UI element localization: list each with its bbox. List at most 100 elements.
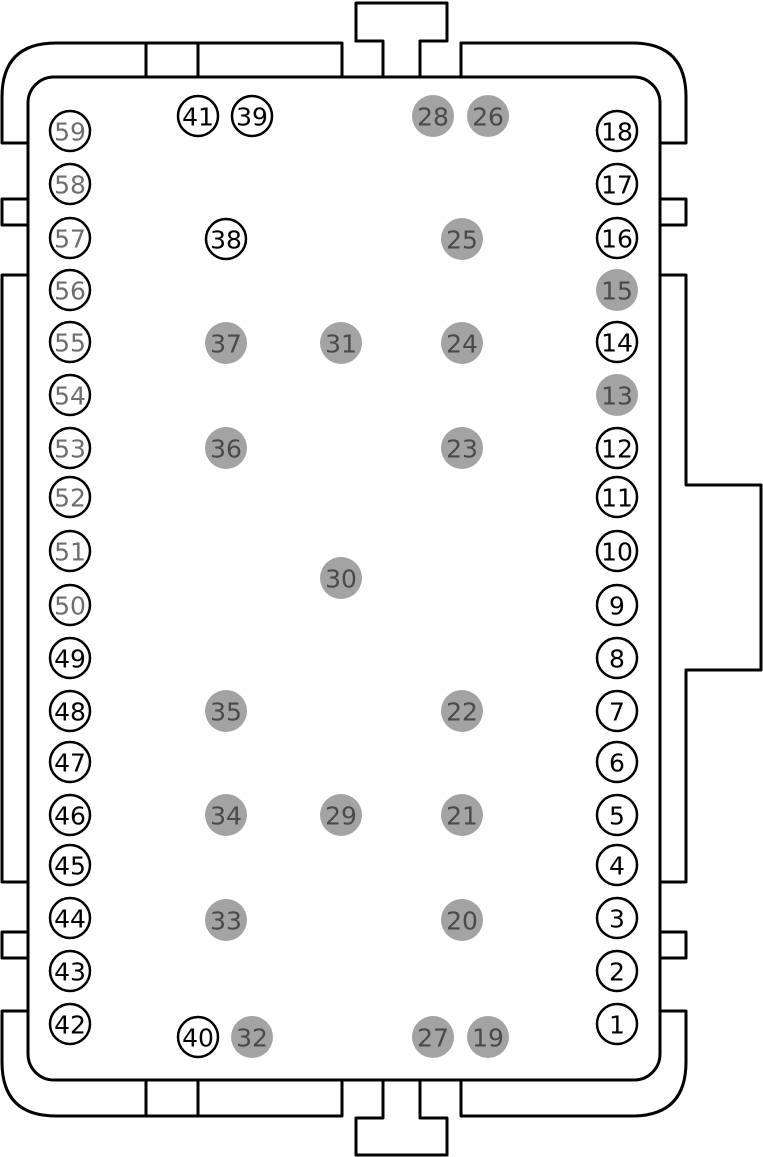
pin-9: 9 — [595, 583, 639, 627]
pin-53-label: 53 — [54, 435, 86, 464]
pin-39-label: 39 — [236, 103, 268, 132]
pin-3-label: 3 — [609, 905, 625, 934]
pin-56-circle — [48, 268, 92, 312]
pin-51-label: 51 — [54, 538, 86, 567]
pin-14-circle — [595, 320, 639, 364]
pin-6-circle — [595, 740, 639, 784]
pin-15-label: 15 — [601, 277, 633, 306]
pin-37-circle — [205, 322, 247, 364]
pin-48-circle — [48, 689, 92, 733]
pin-56-label: 56 — [54, 277, 86, 306]
pin-33-label: 33 — [210, 907, 242, 936]
pin-36: 36 — [205, 427, 247, 469]
pin-17-label: 17 — [601, 171, 633, 200]
pin-31: 31 — [320, 322, 362, 364]
pin-21-circle — [441, 794, 483, 836]
pin-15: 15 — [596, 269, 638, 311]
pin-19-circle — [467, 1016, 509, 1058]
pin-11-circle — [595, 475, 639, 519]
pin-47: 47 — [48, 740, 92, 784]
pin-19: 19 — [467, 1016, 509, 1058]
pin-28-circle — [412, 95, 454, 137]
pin-25: 25 — [441, 218, 483, 260]
pin-32: 32 — [231, 1016, 273, 1058]
pin-57: 57 — [48, 216, 92, 260]
pin-35: 35 — [205, 690, 247, 732]
pin-43-circle — [48, 949, 92, 993]
pin-9-circle — [595, 583, 639, 627]
housing-inner-body — [26, 75, 662, 1082]
pin-8-label: 8 — [609, 645, 625, 674]
pin-32-label: 32 — [236, 1024, 268, 1053]
pin-31-circle — [320, 322, 362, 364]
pin-13: 13 — [596, 374, 638, 416]
pin-24: 24 — [441, 322, 483, 364]
pin-1-circle — [595, 1002, 639, 1046]
pin-17: 17 — [595, 162, 639, 206]
pin-41-circle — [176, 94, 220, 138]
pin-26-circle — [467, 95, 509, 137]
pin-45-circle — [48, 843, 92, 887]
pin-53-circle — [48, 426, 92, 470]
pin-28: 28 — [412, 95, 454, 137]
pin-29-label: 29 — [325, 802, 357, 831]
pin-46-label: 46 — [54, 802, 86, 831]
pin-14: 14 — [595, 320, 639, 364]
pin-10-circle — [595, 529, 639, 573]
pin-20: 20 — [441, 899, 483, 941]
pin-51: 51 — [48, 529, 92, 573]
pin-12-circle — [595, 426, 639, 470]
pin-30: 30 — [320, 557, 362, 599]
pin-52: 52 — [48, 475, 92, 519]
pin-42: 42 — [48, 1002, 92, 1046]
pin-28-label: 28 — [417, 103, 449, 132]
pin-18-label: 18 — [601, 118, 633, 147]
pin-12: 12 — [595, 426, 639, 470]
pin-52-label: 52 — [54, 484, 86, 513]
pin-14-label: 14 — [601, 329, 633, 358]
pin-3-circle — [595, 896, 639, 940]
pin-59-circle — [48, 109, 92, 153]
pin-39: 39 — [230, 94, 274, 138]
pin-57-label: 57 — [54, 225, 86, 254]
pin-29: 29 — [320, 794, 362, 836]
pin-27-circle — [412, 1016, 454, 1058]
pin-59: 59 — [48, 109, 92, 153]
pin-7: 7 — [595, 689, 639, 733]
pin-35-label: 35 — [210, 698, 242, 727]
pin-47-label: 47 — [54, 749, 86, 778]
pin-51-circle — [48, 529, 92, 573]
pin-3: 3 — [595, 896, 639, 940]
pin-48-label: 48 — [54, 698, 86, 727]
pin-50-circle — [48, 583, 92, 627]
housing-latch-slots — [144, 41, 200, 1118]
pin-26: 26 — [467, 95, 509, 137]
pin-40-label: 40 — [182, 1024, 214, 1053]
pin-44-label: 44 — [54, 905, 86, 934]
pin-46-circle — [48, 793, 92, 837]
pin-8: 8 — [595, 636, 639, 680]
pin-43-label: 43 — [54, 958, 86, 987]
pin-13-label: 13 — [601, 382, 633, 411]
pin-38: 38 — [204, 217, 248, 261]
pin-39-circle — [230, 94, 274, 138]
pin-41: 41 — [176, 94, 220, 138]
pin-44-circle — [48, 896, 92, 940]
pin-11-label: 11 — [601, 484, 633, 513]
pin-45-label: 45 — [54, 852, 86, 881]
pin-24-circle — [441, 322, 483, 364]
pin-36-label: 36 — [210, 435, 242, 464]
pin-58-label: 58 — [54, 171, 86, 200]
pin-22-circle — [441, 690, 483, 732]
pin-12-label: 12 — [601, 435, 633, 464]
pin-5-label: 5 — [609, 802, 625, 831]
pin-49-label: 49 — [54, 645, 86, 674]
pin-49: 49 — [48, 636, 92, 680]
pin-8-circle — [595, 636, 639, 680]
pin-45: 45 — [48, 843, 92, 887]
pin-20-label: 20 — [446, 907, 478, 936]
pin-26-label: 26 — [472, 103, 504, 132]
pin-44: 44 — [48, 896, 92, 940]
pin-40: 40 — [176, 1015, 220, 1059]
